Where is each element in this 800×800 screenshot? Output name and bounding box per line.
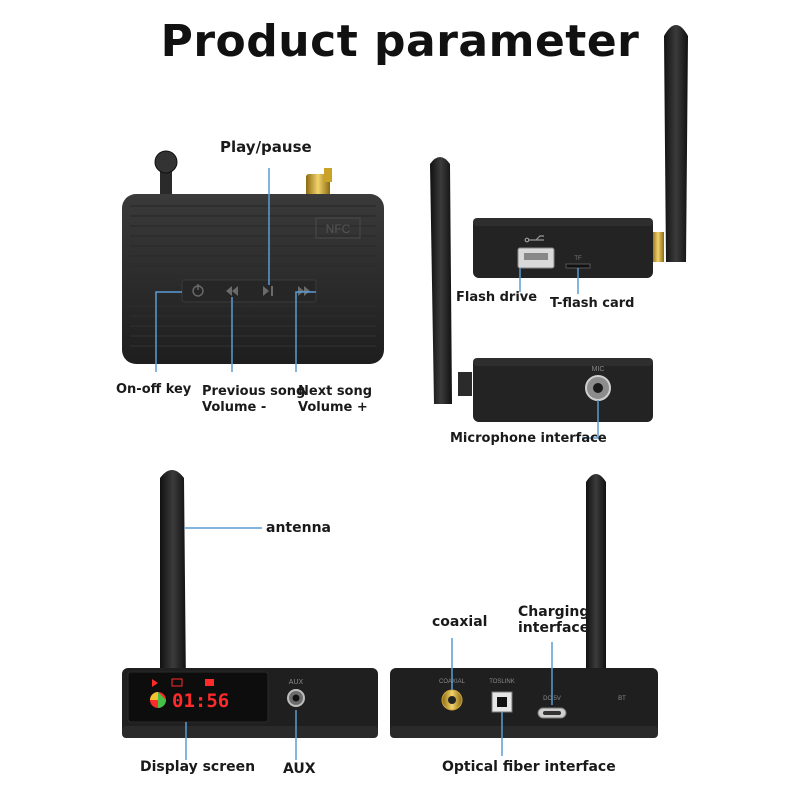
tf-slot: [565, 263, 591, 269]
play-pause-icon[interactable]: [263, 286, 273, 296]
optical-fiber-interface-label: Optical fiber interface: [442, 759, 616, 775]
antenna-side: [430, 157, 452, 404]
nfc-badge: [315, 217, 361, 239]
device-body-mic: [473, 358, 653, 422]
antenna-pivot: [160, 170, 172, 196]
display-screen: [127, 671, 269, 723]
next-song-label: Next song Volume +: [298, 384, 373, 415]
device-body-rear: [390, 668, 658, 738]
usb-icon: [524, 235, 544, 243]
device-body-side: [473, 218, 653, 278]
antenna-knob: [154, 150, 178, 174]
toslink-marking: TOSLINK: [489, 679, 515, 685]
previous-song-label: Previous song Volume -: [202, 384, 306, 415]
on-off-key-label: On-off key: [116, 382, 192, 397]
microphone-interface-label: Microphone interface: [450, 431, 607, 446]
bluetooth-icon: [150, 692, 166, 708]
mic-marking: MIC: [592, 366, 605, 373]
aux-marking: AUX: [289, 679, 304, 686]
play-pause-label: Play/pause: [220, 138, 312, 156]
antenna-front: [160, 470, 186, 690]
antenna-label: antenna: [266, 520, 331, 536]
coaxial-label: coaxial: [432, 614, 488, 630]
antenna-rear: [586, 474, 606, 716]
device-side-view-usb: TF: [473, 25, 688, 294]
page-title: Product parameter: [160, 16, 640, 67]
antenna-tall: [664, 25, 688, 262]
charging-interface-label: Charging interface: [518, 604, 590, 636]
flash-drive-label: Flash drive: [456, 290, 538, 305]
previous-icon[interactable]: [226, 286, 238, 296]
nfc-text: NFC: [326, 222, 351, 236]
body-ribs: [130, 205, 376, 347]
device-front-view: 01:56 AUX: [122, 470, 378, 760]
device-side-view-mic: MIC: [430, 157, 653, 439]
aux-label: AUX: [283, 761, 316, 777]
bt-marking: BT: [618, 696, 626, 702]
device-rear-view: COAXIAL TOSLINK DC 5V BT: [390, 474, 658, 756]
tf-marking: TF: [574, 256, 582, 262]
button-strip: [181, 279, 317, 303]
device-top-view: NFC: [122, 150, 384, 372]
display-time: 01:56: [172, 690, 229, 712]
t-flash-card-label: T-flash card: [550, 296, 635, 311]
display-screen-label: Display screen: [140, 759, 256, 775]
next-icon[interactable]: [298, 286, 310, 296]
power-icon[interactable]: [192, 284, 204, 297]
device-body: [122, 194, 384, 364]
